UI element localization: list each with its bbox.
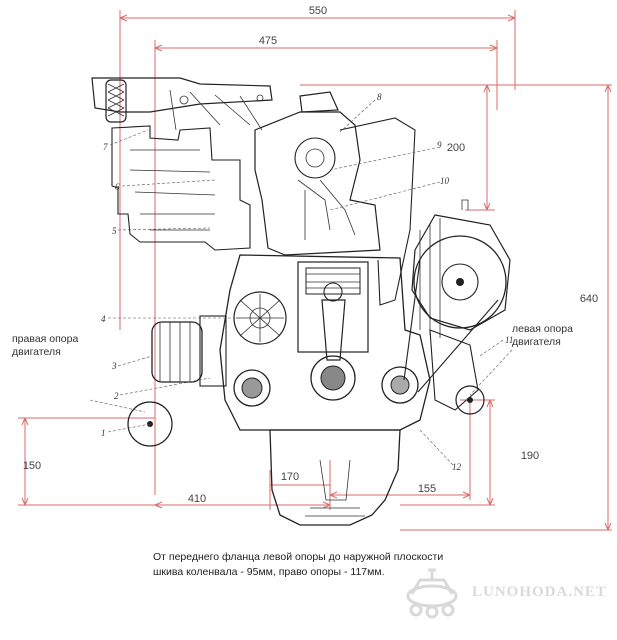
- engine-outline: [91, 77, 511, 526]
- callout-3: 3: [111, 361, 117, 371]
- callout-1: 1: [101, 428, 106, 438]
- dimension-support-height-right: 150: [23, 460, 41, 472]
- callout-leaders: [89, 99, 513, 466]
- watermark: LUNOHODA.NET: [398, 566, 610, 622]
- rover-logo-icon: [406, 568, 458, 619]
- callout-9: 9: [437, 140, 442, 150]
- callout-11: 11: [505, 335, 513, 345]
- dimension-support-height-left: 190: [521, 450, 539, 462]
- callout-10: 10: [440, 176, 450, 186]
- callout-8: 8: [377, 92, 382, 102]
- right-support-label-line1: правая опора: [12, 333, 78, 345]
- callout-5: 5: [112, 226, 117, 236]
- left-support-label-line1: левая опора: [512, 323, 573, 335]
- dimension-bottom-width-center: 170: [281, 471, 299, 483]
- caption-line-1: От переднего фланца левой опоры до наруж…: [153, 551, 444, 563]
- dimension-bottom-width-right: 410: [188, 493, 206, 505]
- dimension-flange-width: 475: [259, 35, 277, 47]
- callout-7: 7: [103, 142, 108, 152]
- dimension-overall-width: 550: [309, 5, 327, 17]
- caption-line-2: шкива коленвала - 95мм, право опоры - 11…: [153, 566, 385, 578]
- callout-2: 2: [114, 391, 119, 401]
- left-support-label-line2: двигателя: [512, 336, 561, 348]
- dimension-top-height: 200: [447, 142, 465, 154]
- dimension-total-height: 640: [580, 293, 598, 305]
- callout-numbers: 1 2 3 4 5 6 7 8 9 10 11 12: [101, 92, 513, 472]
- dimension-lines: [18, 10, 612, 531]
- callout-4: 4: [101, 314, 106, 324]
- caption: От переднего фланца левой опоры до наруж…: [153, 550, 493, 580]
- dimension-bottom-width-left: 155: [418, 483, 436, 495]
- callout-6: 6: [115, 182, 120, 192]
- right-support-label-line2: двигателя: [12, 346, 61, 358]
- callout-12: 12: [452, 462, 462, 472]
- watermark-text: LUNOHODA.NET: [472, 584, 607, 600]
